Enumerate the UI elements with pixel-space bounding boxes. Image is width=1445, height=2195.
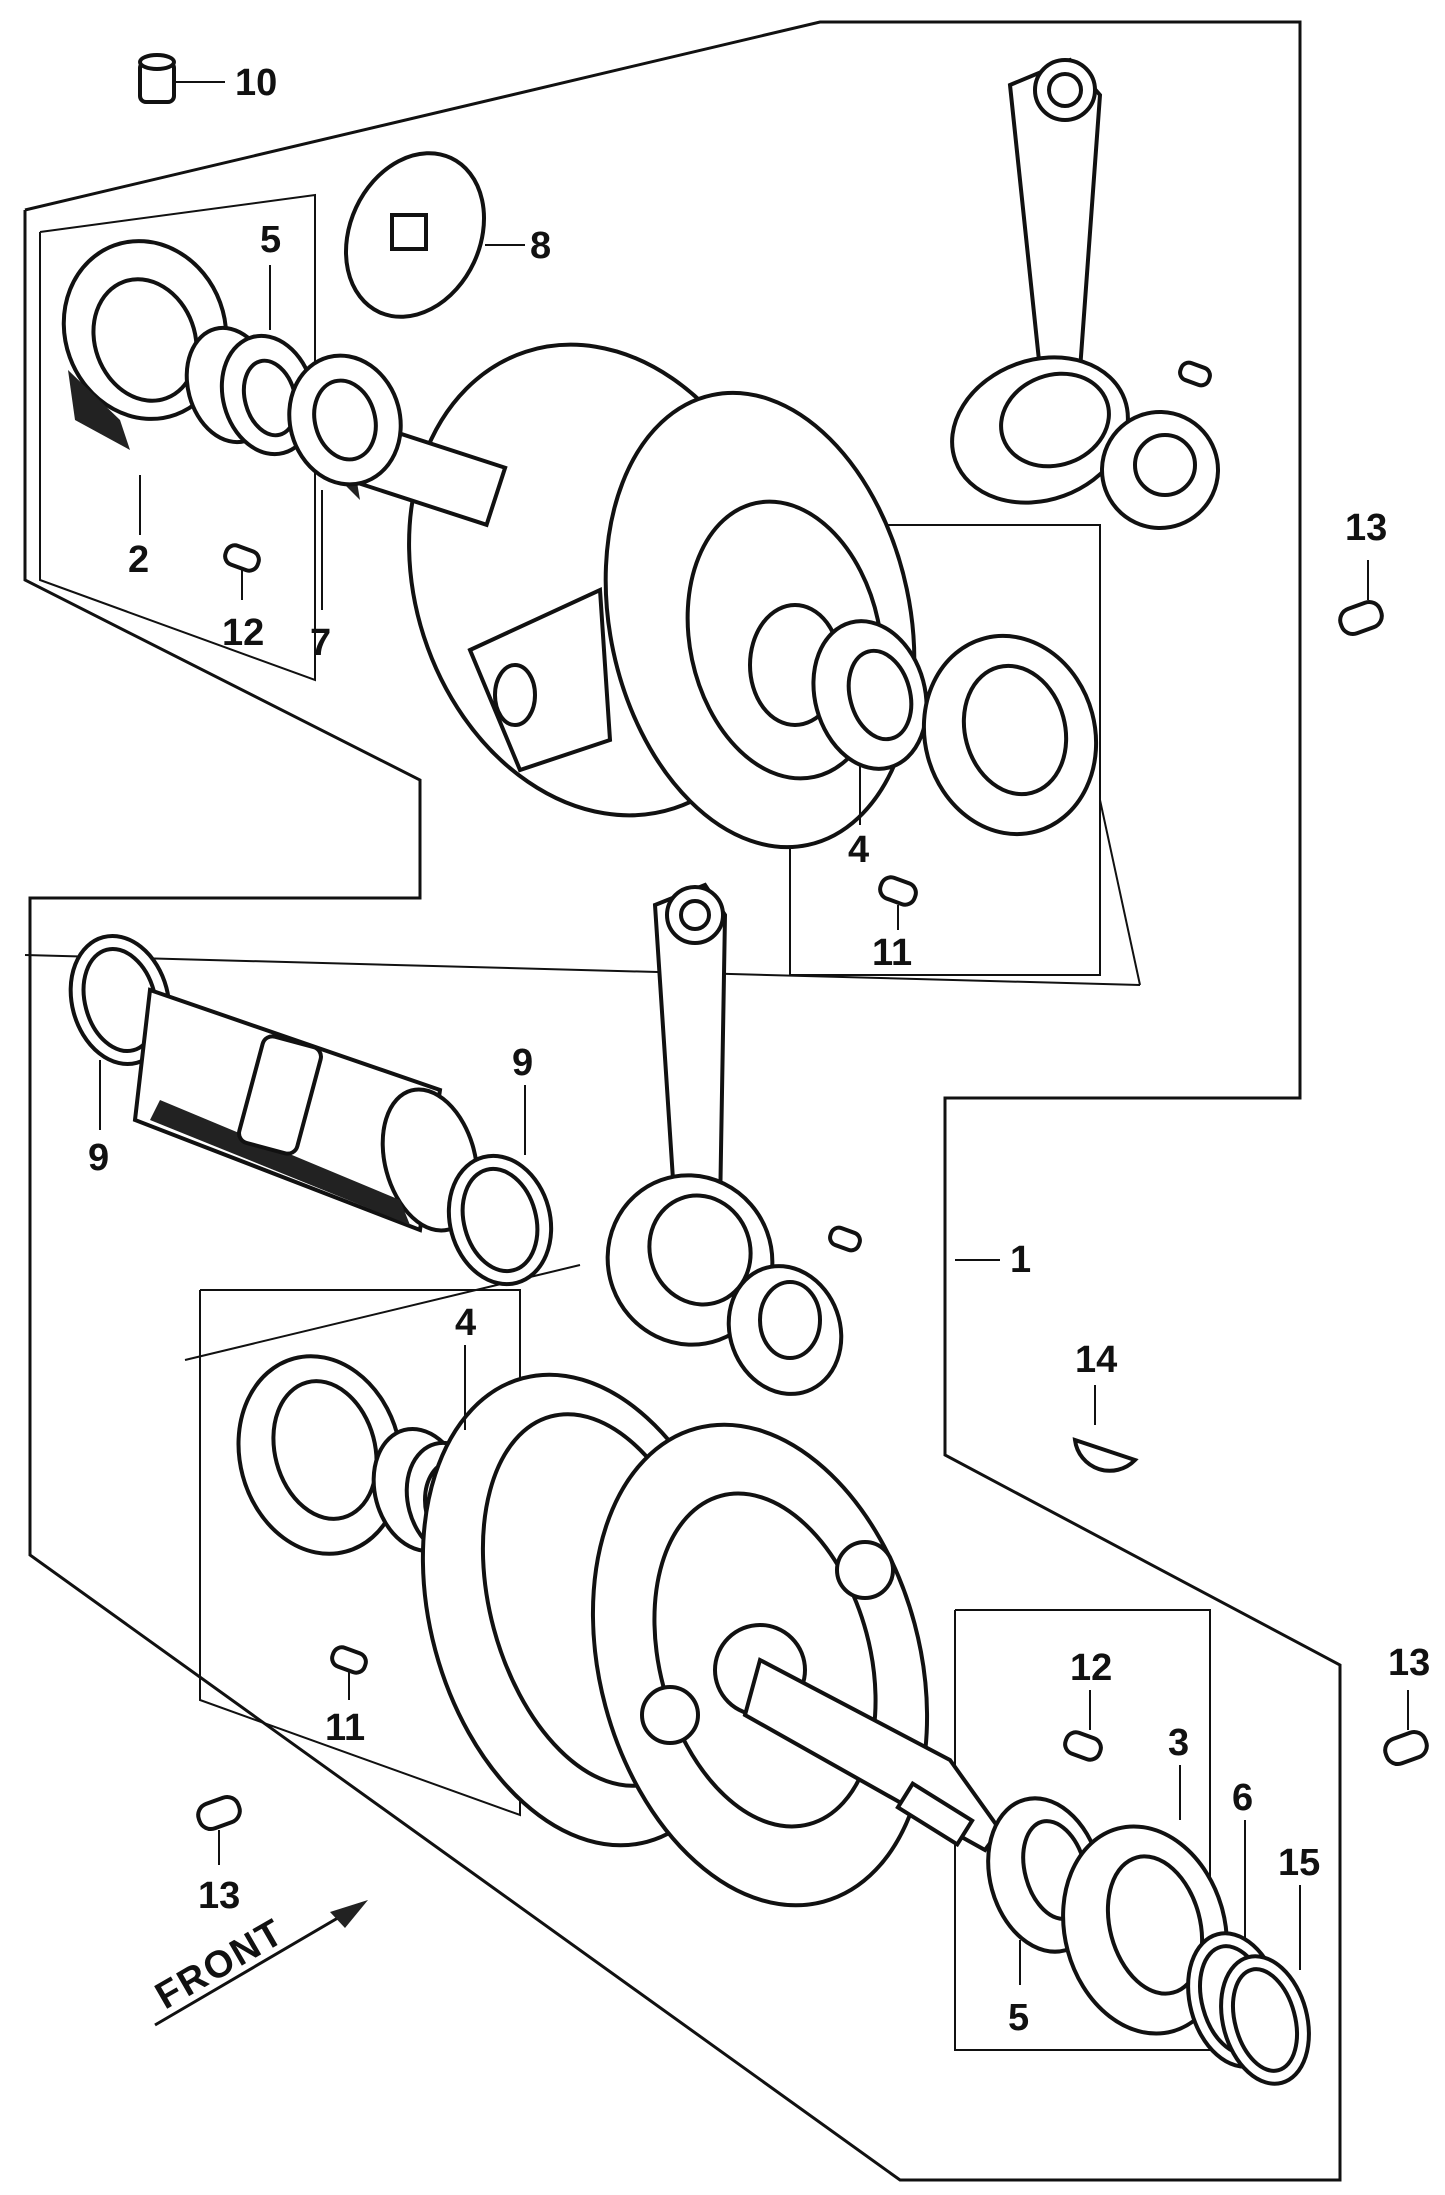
upper-connecting-rod bbox=[950, 57, 1220, 530]
dowel-10 bbox=[138, 53, 176, 104]
lower-crank-web bbox=[420, 1372, 1003, 1908]
woodruff-key-14 bbox=[1072, 1437, 1139, 1473]
lower-connecting-rod bbox=[605, 882, 862, 1396]
front-label: FRONT bbox=[149, 1911, 292, 2018]
callout-11-bottom: 11 bbox=[325, 1707, 365, 1749]
lower-right-bearing-set bbox=[986, 1730, 1311, 2086]
callout-15: 15 bbox=[1278, 1842, 1320, 1884]
leader-lines bbox=[99, 81, 1409, 1985]
dowel-13-left bbox=[196, 1794, 242, 1832]
callout-2: 2 bbox=[128, 539, 149, 581]
callout-5-top: 5 bbox=[260, 219, 281, 261]
callout-13-top: 13 bbox=[1345, 507, 1387, 549]
callout-7: 7 bbox=[310, 622, 331, 664]
group-box-left-top bbox=[39, 193, 316, 682]
callout-13-right: 13 bbox=[1388, 1642, 1430, 1684]
group-box-left-bearing bbox=[199, 1289, 521, 1817]
dowel-13-right bbox=[1383, 1729, 1429, 1767]
dowel-12-left bbox=[223, 543, 261, 573]
dowel-13-top bbox=[1338, 599, 1384, 637]
upper-right-bearing-set bbox=[811, 619, 1099, 907]
callout-9-left: 9 bbox=[88, 1137, 109, 1179]
washer-8 bbox=[344, 151, 486, 319]
callout-13-left: 13 bbox=[198, 1875, 240, 1917]
callout-12-top: 12 bbox=[222, 612, 264, 654]
callout-8: 8 bbox=[530, 225, 551, 267]
callout-11-top: 11 bbox=[872, 932, 912, 974]
callout-5-bottom: 5 bbox=[1008, 1997, 1029, 2039]
callout-4-bottom: 4 bbox=[455, 1302, 476, 1344]
callout-1: 1 bbox=[1010, 1239, 1031, 1281]
callout-6: 6 bbox=[1232, 1777, 1253, 1819]
callout-12-bottom: 12 bbox=[1070, 1647, 1112, 1689]
front-arrow: FRONT bbox=[149, 1900, 368, 2027]
crank-pin bbox=[68, 933, 554, 1287]
callout-4-top: 4 bbox=[848, 829, 869, 871]
callout-3: 3 bbox=[1168, 1722, 1189, 1764]
callout-numbers: 10 8 5 2 12 7 4 11 13 9 9 1 4 14 12 13 3… bbox=[88, 62, 1430, 2039]
callout-9-right: 9 bbox=[512, 1042, 533, 1084]
callout-10: 10 bbox=[235, 62, 277, 104]
callout-14: 14 bbox=[1075, 1339, 1117, 1381]
upper-left-bearing-set bbox=[61, 239, 403, 487]
